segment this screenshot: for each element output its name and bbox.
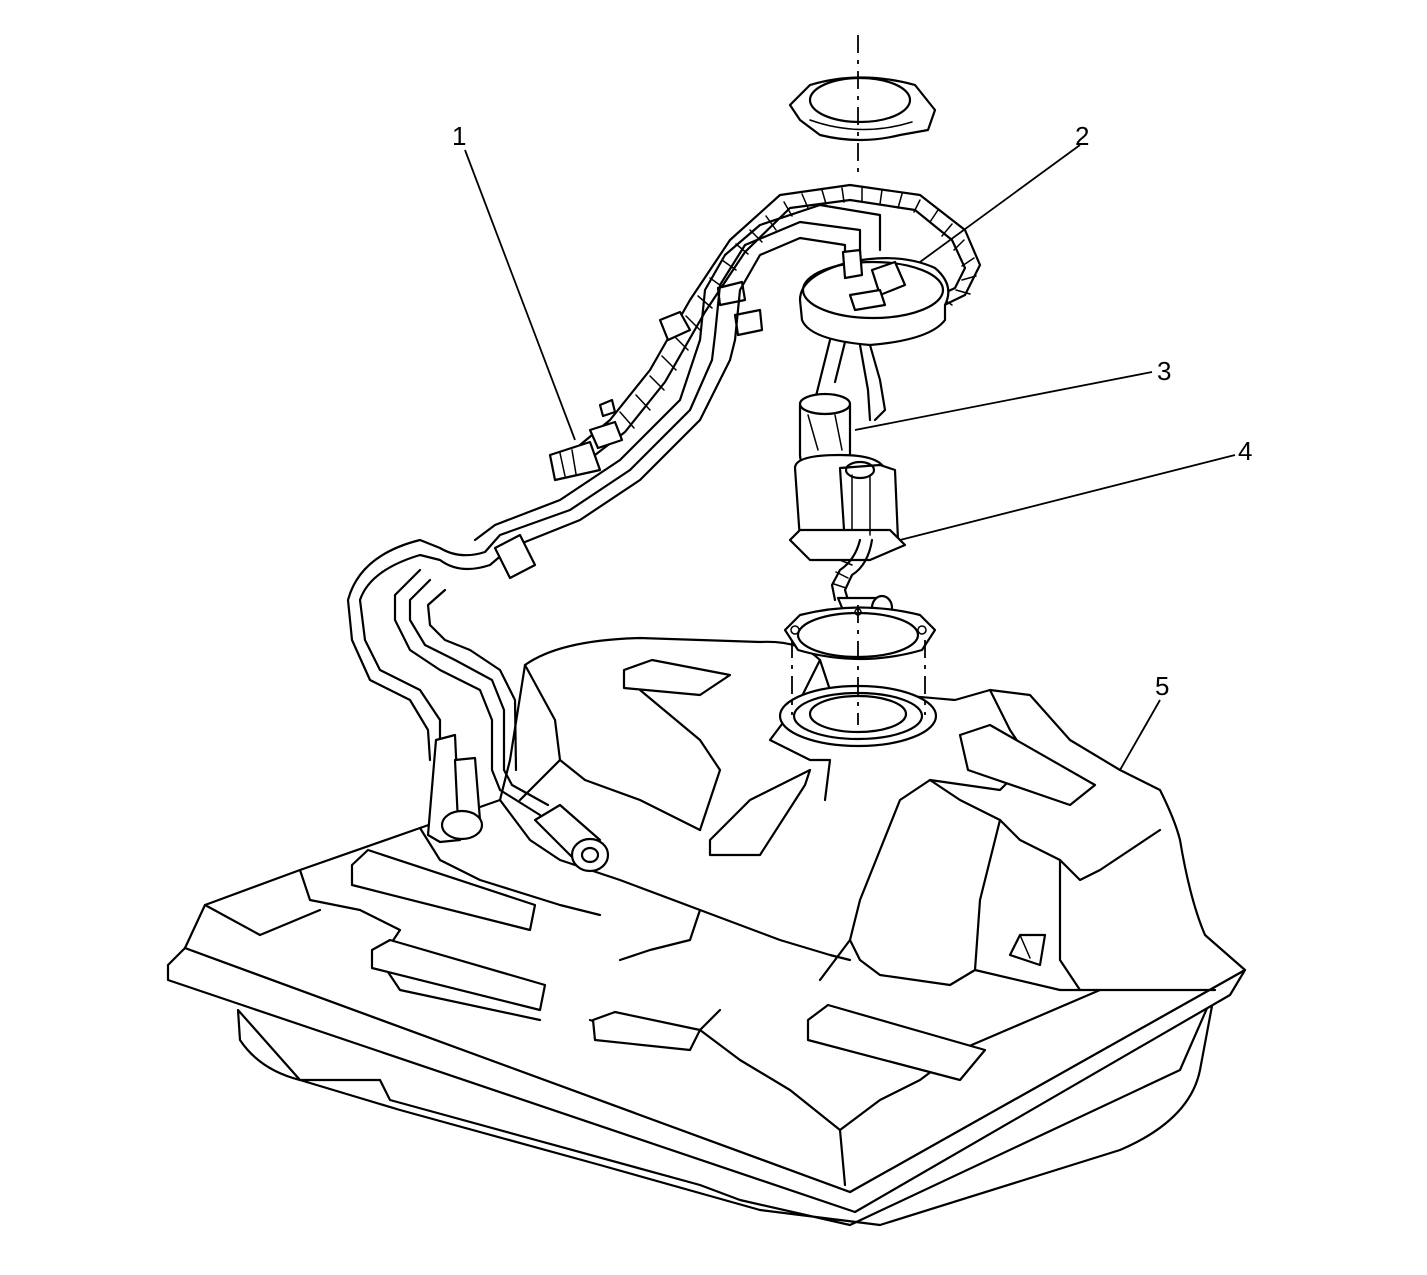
fuel-lines-and-wiring-harness bbox=[346, 183, 982, 873]
callouts: 1 2 3 4 5 bbox=[452, 121, 1252, 771]
callout-label-2: 2 bbox=[1075, 121, 1089, 151]
fuel-tank bbox=[166, 636, 1247, 1227]
callout-label-5: 5 bbox=[1155, 671, 1169, 701]
fuel-sender-assembly bbox=[798, 248, 950, 422]
lock-ring bbox=[788, 76, 937, 142]
assembly-centerlines bbox=[791, 35, 926, 725]
fuel-pump-and-reservoir bbox=[788, 392, 907, 622]
callout-3: 3 bbox=[854, 356, 1171, 431]
callout-4: 4 bbox=[899, 436, 1252, 541]
callout-5: 5 bbox=[1119, 671, 1169, 771]
callout-label-4: 4 bbox=[1238, 436, 1252, 466]
callout-label-1: 1 bbox=[452, 121, 466, 151]
callout-1: 1 bbox=[452, 121, 576, 441]
sender-gasket bbox=[783, 606, 937, 661]
callout-2: 2 bbox=[919, 121, 1089, 263]
callout-label-3: 3 bbox=[1157, 356, 1171, 386]
